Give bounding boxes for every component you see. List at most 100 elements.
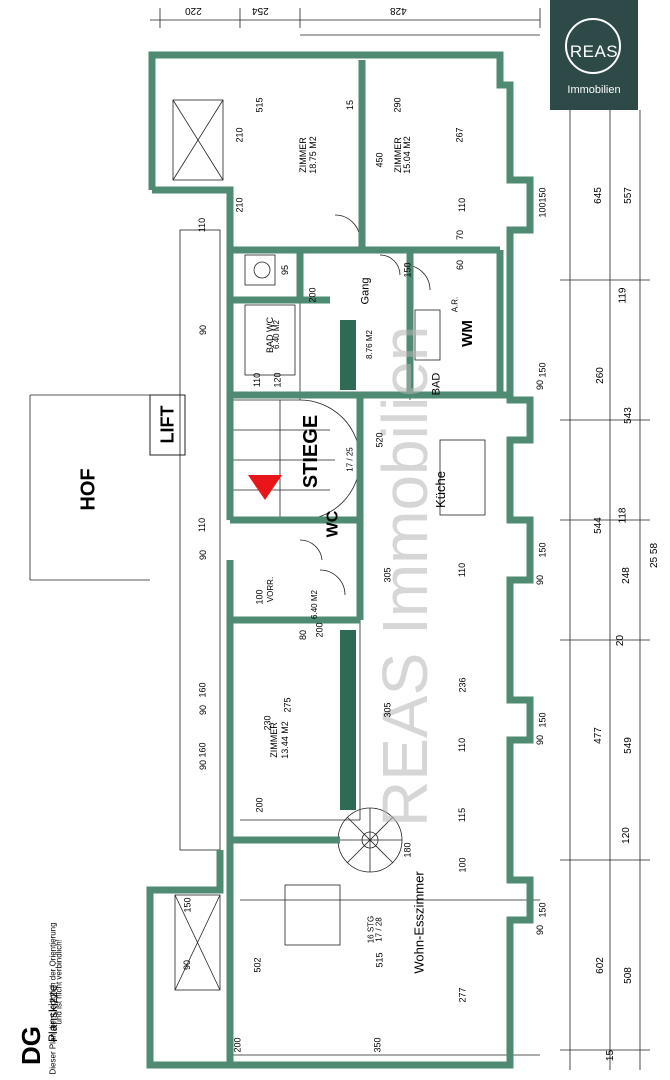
logo-ring bbox=[565, 18, 621, 74]
drafting-lines bbox=[29, 8, 650, 1070]
room-stg-ratio: 17 / 28 bbox=[374, 917, 384, 942]
dimension-inner: 230 bbox=[262, 715, 273, 731]
dimension-top: 254 bbox=[252, 5, 269, 16]
logo-main-text: REAS bbox=[569, 42, 619, 61]
dimension-right: 477 bbox=[592, 727, 604, 744]
dimension-inner: 110 bbox=[457, 197, 468, 213]
room-zimmer-1: ZIMMER bbox=[297, 137, 308, 173]
dimension-inner: 200 bbox=[314, 622, 325, 638]
plan-note-2: und ist nicht verbindlich! bbox=[54, 939, 64, 1025]
dimension-right: 549 bbox=[622, 737, 634, 754]
dimension-left: 90 bbox=[182, 959, 193, 971]
dimension-inner: 100 bbox=[254, 589, 265, 605]
room-gang-area: 8.76 M2 bbox=[364, 330, 374, 359]
room-vorr: VORR. bbox=[266, 576, 276, 603]
dimension-right: 602 bbox=[594, 957, 606, 974]
dimension-right: 118 bbox=[617, 507, 629, 524]
dimension-inner: 15 bbox=[345, 99, 356, 111]
dimension-inner: 236 bbox=[457, 677, 468, 693]
dimension-window: 90 bbox=[535, 574, 546, 586]
watermark: REAS Immobilien bbox=[369, 325, 441, 828]
dimension-inner: 110 bbox=[252, 372, 263, 388]
dimension-left: 160 bbox=[197, 742, 208, 758]
dimension-left: 150 bbox=[182, 897, 193, 913]
label-kueche: Küche bbox=[432, 471, 448, 508]
dimension-left: 160 bbox=[197, 682, 208, 698]
dimension-right: 15 bbox=[605, 1049, 617, 1062]
dimension-window: 150 bbox=[537, 542, 548, 558]
dimension-inner: 210 bbox=[234, 127, 245, 143]
label-gang: Gang bbox=[359, 277, 372, 305]
dimension-inner: 110 bbox=[457, 562, 468, 578]
dimension-window: 150 bbox=[537, 187, 548, 203]
label-wm: WM bbox=[458, 320, 476, 347]
dimension-right: 25 58 bbox=[649, 542, 661, 569]
dimension-right: 645 bbox=[592, 187, 604, 204]
dimension-inner: 267 bbox=[454, 127, 465, 143]
dimension-right: 120 bbox=[620, 827, 632, 844]
dimension-inner: 110 bbox=[457, 737, 468, 753]
dimension-inner: 305 bbox=[382, 567, 393, 583]
room-stiege-ratio: 17 / 25 bbox=[345, 447, 355, 472]
dimension-window: 100 bbox=[537, 202, 548, 218]
room-zimmer-3-area: 13.44 M2 bbox=[279, 721, 290, 759]
dimension-left: 90 bbox=[198, 759, 209, 771]
dimension-inner: 277 bbox=[457, 987, 468, 1003]
reas-logo: REAS Immobilien bbox=[550, 0, 638, 110]
label-wohn-esszimmer: Wohn-Esszimmer bbox=[411, 871, 427, 974]
room-zimmer-1-area: 18.75 M2 bbox=[307, 136, 318, 174]
dimension-inner: 210 bbox=[234, 197, 245, 213]
dimension-window: 150 bbox=[537, 712, 548, 728]
dimension-inner: 95 bbox=[280, 264, 291, 276]
dimension-left: 90 bbox=[198, 549, 209, 561]
dimension-inner: 80 bbox=[298, 629, 309, 641]
dimension-window: 150 bbox=[537, 362, 548, 378]
dimension-left: 90 bbox=[198, 704, 209, 716]
room-zimmer-2-area: 15.04 M2 bbox=[401, 136, 412, 174]
dimension-inner: 200 bbox=[254, 797, 265, 813]
room-bad-wc-area: 6.40 M2 bbox=[271, 320, 281, 349]
dimension-inner: 200 bbox=[232, 1037, 243, 1053]
dimension-window: 90 bbox=[535, 734, 546, 746]
dimension-inner: 450 bbox=[374, 152, 385, 168]
dimension-left: 90 bbox=[198, 324, 209, 336]
dimension-right: 557 bbox=[622, 187, 634, 204]
dimension-inner: 515 bbox=[254, 97, 265, 113]
dimension-inner: 70 bbox=[455, 229, 466, 241]
label-stiege: STIEGE bbox=[300, 414, 323, 489]
dimension-inner: 115 bbox=[457, 807, 468, 823]
dimension-inner: 502 bbox=[252, 957, 263, 973]
dimension-window: 90 bbox=[535, 924, 546, 936]
dimension-inner: 150 bbox=[402, 262, 413, 278]
dimension-inner: 120 bbox=[272, 372, 283, 388]
dimension-inner: 515 bbox=[374, 952, 385, 968]
dimension-inner: 180 bbox=[402, 842, 413, 858]
logo-sub-text: Immobilien bbox=[567, 84, 621, 96]
dimension-inner: 200 bbox=[307, 287, 318, 303]
dimension-right: 260 bbox=[594, 367, 606, 384]
dimension-left: 110 bbox=[197, 217, 208, 233]
dimension-window: 150 bbox=[537, 902, 548, 918]
wall-markers bbox=[149, 320, 356, 810]
dimension-right: 544 bbox=[592, 517, 604, 534]
dimension-left: 110 bbox=[197, 517, 208, 533]
dimension-right: 508 bbox=[622, 967, 634, 984]
dimension-inner: 60 bbox=[455, 259, 466, 271]
dimension-inner: 100 bbox=[457, 857, 468, 873]
dimension-inner: 520 bbox=[374, 432, 385, 448]
room-ar: A.R. bbox=[450, 296, 460, 313]
dimension-inner: 305 bbox=[382, 702, 393, 718]
dimension-top: 428 bbox=[390, 5, 407, 16]
dimension-inner: 350 bbox=[372, 1037, 383, 1053]
dimension-right: 543 bbox=[622, 407, 634, 424]
dimension-inner: 275 bbox=[282, 697, 293, 713]
room-vorr-area: 6.40 M2 bbox=[309, 590, 319, 619]
label-bad: BAD bbox=[430, 372, 443, 396]
label-lift: LIFT bbox=[157, 405, 178, 444]
dimension-window: 90 bbox=[535, 379, 546, 391]
dimension-right: 248 bbox=[620, 567, 632, 584]
dimension-top: 220 bbox=[185, 5, 202, 16]
dimension-inner: 290 bbox=[392, 97, 403, 113]
